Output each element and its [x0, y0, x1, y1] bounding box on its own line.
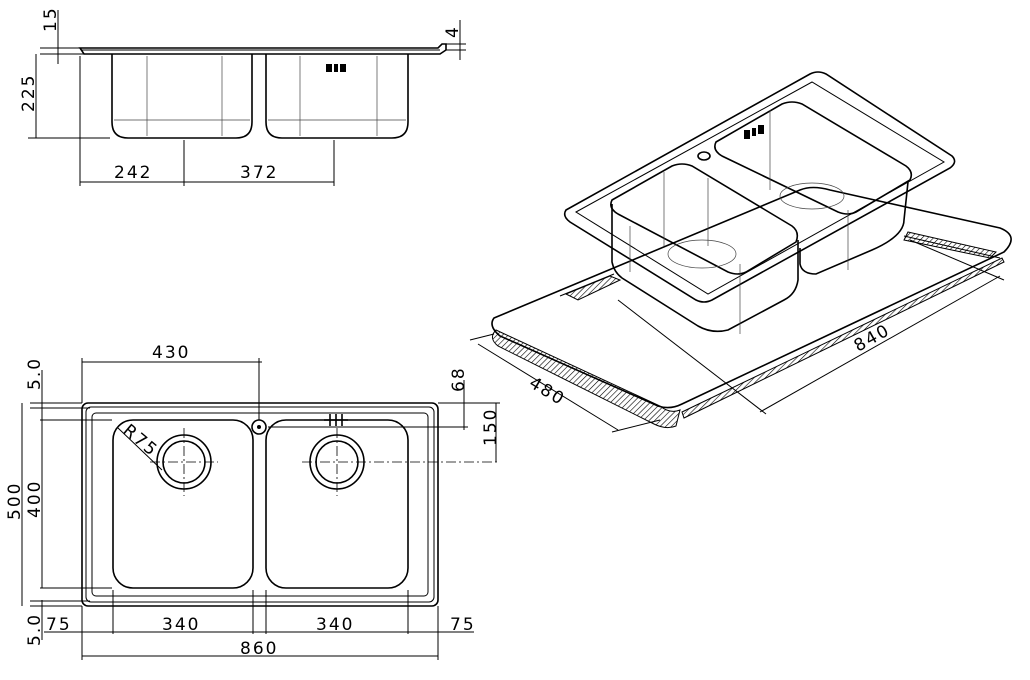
left-bowl [112, 419, 254, 589]
dim-corner-radius: R75 [119, 421, 162, 462]
right-drain [309, 434, 365, 490]
dim-flange: 4 [443, 25, 463, 38]
sink-outline [81, 402, 439, 607]
left-drain [156, 434, 212, 490]
section-left-bowl [111, 54, 253, 139]
iso-left-bowl [610, 163, 799, 275]
countertop-edge-front [492, 329, 681, 429]
dim-bowl-depth: 400 [25, 480, 45, 518]
dim-overall-depth: 500 [5, 482, 25, 520]
overflow-icon [326, 64, 332, 72]
dim-tap-position: 430 [152, 343, 190, 363]
section-view: 15 4 225 242 372 [19, 6, 466, 186]
dim-margin-left: 75 [46, 615, 72, 635]
dim-drain-offset: 242 [114, 163, 152, 183]
dim-tap-offset: 68 [449, 366, 469, 392]
dim-edge-top: 5.0 [25, 357, 45, 390]
dim-cutout-depth: 480 [525, 373, 568, 410]
section-rim [78, 43, 447, 55]
dim-margin-right: 75 [450, 615, 476, 635]
dim-overall-width: 860 [240, 639, 278, 659]
iso-overflow-icon [744, 125, 764, 139]
dim-tap-depth: 150 [481, 408, 501, 446]
dim-bowl-right-width: 340 [316, 615, 354, 635]
dim-rim: 15 [41, 6, 61, 32]
top-view: 430 5.0 68 150 500 400 R75 5.0 75 340 34… [5, 343, 501, 660]
iso-right-bowl [714, 101, 913, 215]
dim-bowl-left-width: 340 [162, 615, 200, 635]
right-bowl [265, 419, 409, 589]
dim-depth: 225 [19, 74, 39, 112]
isometric-view: 480 840 [469, 71, 1012, 433]
iso-tap-hole-icon [697, 151, 711, 161]
dim-edge-bottom: 5.0 [25, 613, 45, 646]
dim-bowl-spacing: 372 [240, 163, 278, 183]
overflow-icon [324, 414, 348, 426]
iso-rim [563, 71, 956, 303]
